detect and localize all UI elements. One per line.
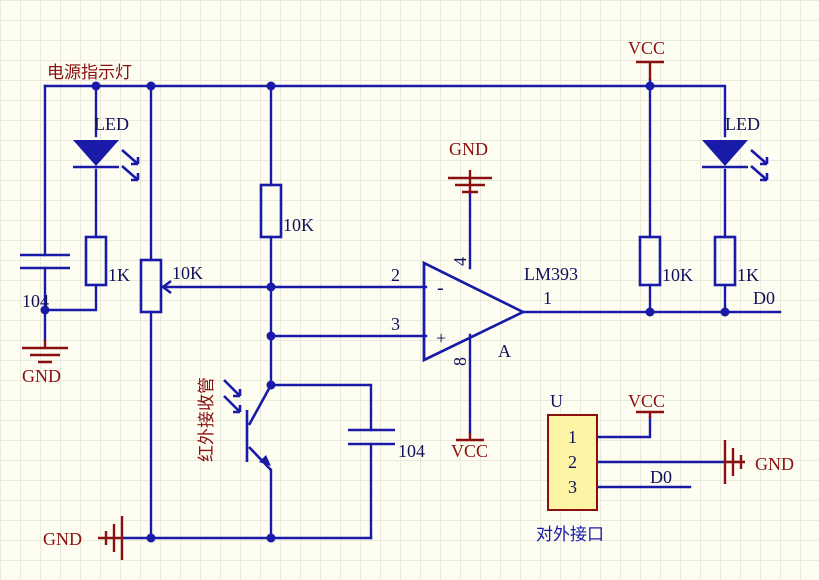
junction-dot — [40, 305, 50, 315]
inverting-input-sign: - — [437, 277, 444, 299]
connector-d0-label: D0 — [650, 467, 672, 487]
connector-pin-3-label: 3 — [568, 477, 577, 497]
junction-dot — [146, 81, 156, 91]
connector-pin-1-label: 1 — [568, 427, 577, 447]
junction-dot — [266, 81, 276, 91]
junction-dot — [266, 533, 276, 543]
led-left-label: LED — [94, 114, 129, 134]
connector-pin-2-label: 2 — [568, 452, 577, 472]
connector-u — [547, 414, 598, 511]
gnd-symbol-connector — [723, 440, 745, 484]
res-1k-right-label: 1K — [737, 265, 759, 285]
pin-2-label: 2 — [391, 265, 400, 285]
gnd-symbol-bottom — [98, 516, 124, 560]
led-left — [73, 140, 140, 182]
pin-1-label: 1 — [543, 288, 552, 308]
gnd-left-label: GND — [22, 366, 61, 386]
gnd-connector-label: GND — [755, 454, 794, 474]
pot-10k-label: 10K — [172, 263, 203, 283]
cap-104-left-label: 104 — [22, 291, 49, 311]
res-10k-right-label: 10K — [662, 265, 693, 285]
wire-res-1k-left-bottom — [43, 283, 98, 312]
junction-dot — [146, 533, 156, 543]
led-right-label: LED — [725, 114, 760, 134]
vcc-connector-label: VCC — [628, 391, 665, 411]
power-indicator-label: 电源指示灯 — [47, 63, 132, 83]
resistor-1k-right — [713, 235, 737, 287]
potentiometer-10k — [139, 258, 163, 314]
resistor-10k-top — [259, 183, 283, 239]
ir-receiver-label: 红外接收管 — [197, 377, 217, 462]
vcc-symbol-top — [636, 60, 664, 80]
gnd-symbol-left — [22, 340, 68, 364]
led-right — [702, 140, 769, 182]
gnd-top-label: GND — [449, 139, 488, 159]
pin-3-label: 3 — [391, 314, 400, 334]
wire-conn-pin1 — [595, 416, 652, 439]
comparator-unit-label: A — [498, 341, 511, 361]
pin-8-label: 8 — [450, 357, 470, 366]
resistor-1k-left — [84, 235, 108, 287]
capacitor-left — [20, 253, 70, 270]
non-inverting-input-sign: + — [436, 328, 446, 348]
junction-dot — [645, 81, 655, 91]
pin-4-label: 4 — [450, 257, 470, 266]
capacitor-right — [348, 428, 395, 446]
vcc-top-label: VCC — [628, 38, 665, 58]
junction-dot — [645, 307, 655, 317]
wire-collector-to-cap — [269, 383, 373, 432]
external-interface-label: 对外接口 — [536, 525, 604, 545]
wire-led-right-top — [648, 84, 727, 138]
res-1k-left-label: 1K — [108, 265, 130, 285]
ir-phototransistor — [223, 379, 273, 471]
wires — [43, 78, 782, 540]
resistor-10k-right — [638, 235, 662, 287]
lm393-comparator — [422, 260, 526, 363]
gnd-bottom-label: GND — [43, 529, 82, 549]
junction-dot — [266, 331, 276, 341]
cap-104-right-label: 104 — [398, 441, 425, 461]
res-10k-top-label: 10K — [283, 215, 314, 235]
gnd-symbol-top — [448, 170, 492, 194]
output-d0-label: D0 — [753, 288, 775, 308]
junction-dot — [266, 282, 276, 292]
junction-dot — [91, 81, 101, 91]
connector-ref-label: U — [550, 391, 563, 411]
vcc-symbol-connector — [636, 410, 664, 418]
junction-dot — [720, 307, 730, 317]
comparator-label: LM393 — [524, 264, 578, 284]
vcc-bottom-label: VCC — [451, 441, 488, 461]
pot-wiper-arrow — [162, 279, 172, 295]
vcc-symbol-bottom — [456, 433, 484, 442]
